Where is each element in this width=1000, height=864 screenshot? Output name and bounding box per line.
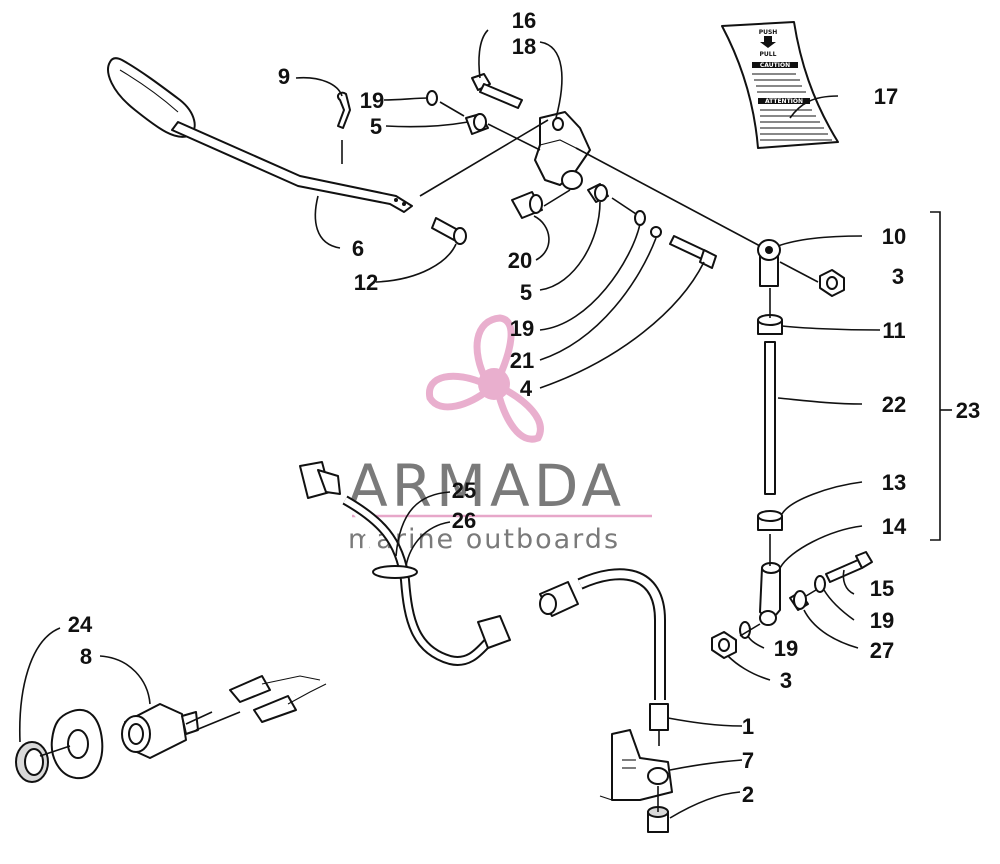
throttle-bracket xyxy=(534,111,591,190)
throttle-cable xyxy=(539,568,669,746)
callout-16: 16 xyxy=(512,8,536,33)
bolt-top xyxy=(471,73,523,109)
callout-19-rod: 19 xyxy=(870,608,894,633)
cotter-pin xyxy=(336,91,351,129)
nut-upper xyxy=(819,269,845,297)
bolt-rod-end xyxy=(825,551,873,583)
decal-caution: CAUTION xyxy=(760,62,790,69)
callout-23: 23 xyxy=(956,398,980,423)
callout-22: 22 xyxy=(882,392,906,417)
callout-27: 27 xyxy=(870,638,894,663)
callout-3-lower: 3 xyxy=(780,668,792,693)
watermark-brand: ARMADA xyxy=(348,452,625,520)
callout-4: 4 xyxy=(520,376,533,401)
sleeve xyxy=(511,191,543,219)
pin xyxy=(431,217,467,245)
callout-1: 1 xyxy=(742,714,754,739)
callout-6: 6 xyxy=(352,236,364,261)
callout-19-ball-joint: 19 xyxy=(774,636,798,661)
callout-5: 5 xyxy=(370,114,382,139)
washer xyxy=(426,90,438,106)
callout-25: 25 xyxy=(452,478,476,503)
callout-labels: 16 18 9 19 5 17 6 12 20 5 19 21 4 10 3 1… xyxy=(68,8,980,807)
threaded-rod xyxy=(764,341,776,495)
bolt-lower xyxy=(669,235,717,269)
switch-gasket xyxy=(50,709,104,780)
wiring-harness xyxy=(229,461,511,723)
lock-washer xyxy=(650,226,662,238)
callout-19-lower: 19 xyxy=(510,316,534,341)
decal-pull: PULL xyxy=(760,51,777,58)
decal-attention: ATTENTION xyxy=(765,98,803,105)
washer-rod-end xyxy=(814,575,826,593)
armada-logo xyxy=(426,314,544,443)
callout-5-lower: 5 xyxy=(520,280,532,305)
switch-nut xyxy=(15,741,49,783)
throttle-arm xyxy=(107,57,413,213)
callout-10: 10 xyxy=(882,224,906,249)
callout-19: 19 xyxy=(360,88,384,113)
callout-18: 18 xyxy=(512,34,536,59)
warning-decal: PUSH PULL CAUTION ATTENTION xyxy=(721,21,839,149)
ball-joint-lower xyxy=(759,562,781,626)
callout-8: 8 xyxy=(80,644,92,669)
cable-bracket xyxy=(599,729,673,801)
callout-26: 26 xyxy=(452,508,476,533)
callout-13: 13 xyxy=(882,470,906,495)
callout-leaders xyxy=(18,29,952,819)
jam-nut-lower xyxy=(757,510,783,531)
bushing-lower xyxy=(587,183,609,203)
callout-17: 17 xyxy=(874,84,898,109)
decal-push: PUSH xyxy=(759,29,778,36)
ball-joint-upper xyxy=(757,239,781,287)
key-switch xyxy=(121,703,199,759)
callout-3: 3 xyxy=(892,264,904,289)
callout-7: 7 xyxy=(742,748,754,773)
washer-lower xyxy=(634,210,646,226)
callout-21: 21 xyxy=(510,348,534,373)
callout-24: 24 xyxy=(68,612,93,637)
assembly-lines xyxy=(39,101,819,812)
callout-11: 11 xyxy=(882,318,905,343)
callout-20: 20 xyxy=(508,248,532,273)
callout-12: 12 xyxy=(354,270,378,295)
spacer xyxy=(789,590,809,611)
callout-15: 15 xyxy=(870,576,894,601)
bushing xyxy=(465,113,489,135)
nut-lower xyxy=(711,631,737,659)
callout-14: 14 xyxy=(882,514,907,539)
callout-2: 2 xyxy=(742,782,754,807)
callout-9: 9 xyxy=(278,64,290,89)
